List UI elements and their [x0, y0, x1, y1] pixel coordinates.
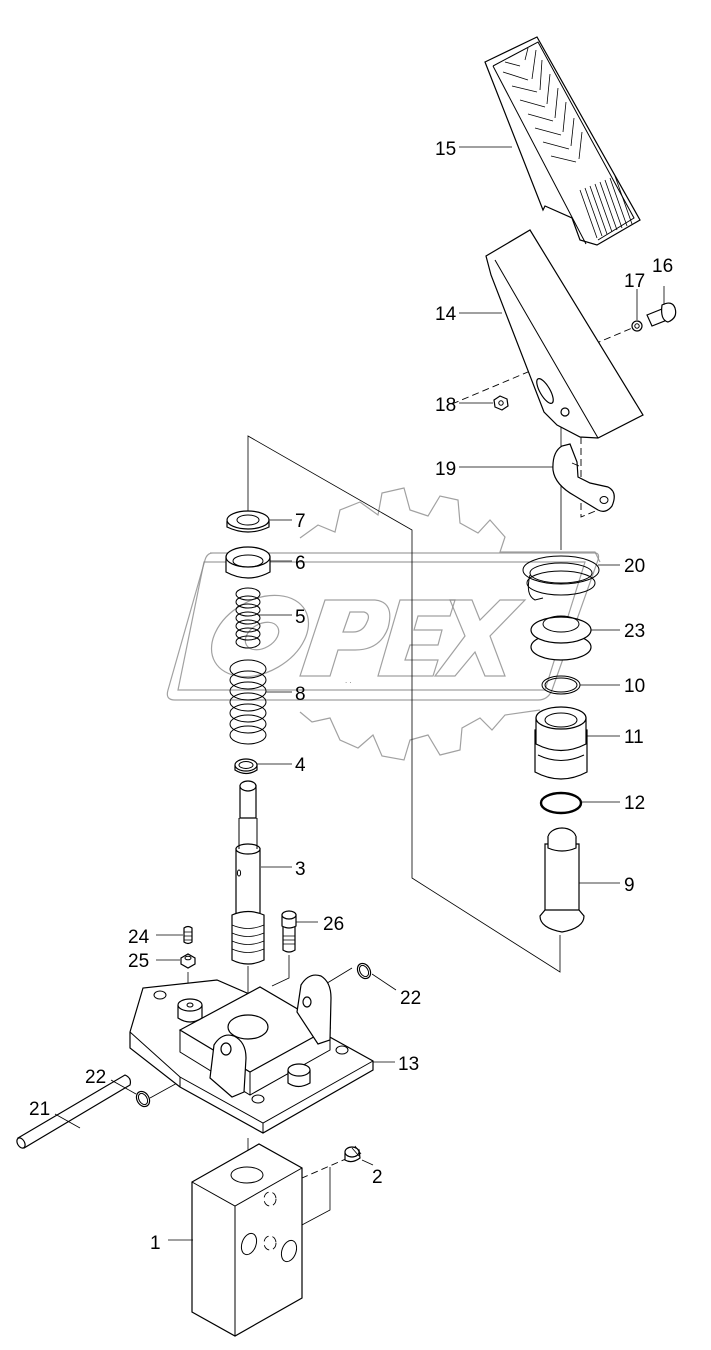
callout-11[interactable]: 11: [624, 727, 644, 748]
svg-text:. .: . .: [345, 676, 352, 685]
callout-1[interactable]: 1: [150, 1233, 161, 1254]
part-10-o-ring[interactable]: [541, 675, 581, 695]
part-7-washer[interactable]: [226, 510, 270, 533]
part-1-valve-body[interactable]: [191, 1143, 303, 1337]
callout-labels: 1 2 3 4 5 6 7 8 9 10 11 12 13 14 15 16 1…: [29, 139, 673, 1254]
callout-leaders: [54, 146, 665, 1241]
callout-3[interactable]: 3: [295, 859, 306, 880]
part-5-inner-spring[interactable]: [235, 587, 261, 649]
callout-5[interactable]: 5: [295, 607, 306, 628]
part-18-nut[interactable]: [493, 395, 509, 411]
callout-24[interactable]: 24: [128, 927, 150, 948]
part-17-washer[interactable]: [631, 320, 643, 332]
callout-19[interactable]: 19: [435, 459, 456, 480]
part-14-pedal-arm[interactable]: [485, 229, 644, 439]
part-8-outer-spring[interactable]: [229, 659, 267, 745]
part-21-pivot-pin[interactable]: [15, 1074, 132, 1150]
part-6-spring-seat[interactable]: [225, 546, 271, 579]
part-9-push-rod[interactable]: [539, 827, 585, 933]
part-20-return-spring[interactable]: [522, 555, 600, 601]
part-13-base-plate[interactable]: [129, 974, 374, 1134]
part-15-pedal-pad[interactable]: [484, 36, 641, 246]
callout-21[interactable]: 21: [29, 1099, 50, 1120]
part-22-snap-ring-right[interactable]: [355, 961, 373, 981]
watermark-logo: . .: [166, 487, 601, 761]
callout-4[interactable]: 4: [295, 755, 306, 776]
callout-12[interactable]: 12: [624, 793, 645, 814]
callout-10[interactable]: 10: [624, 676, 645, 697]
part-24-set-screw[interactable]: [183, 925, 193, 945]
callout-7[interactable]: 7: [295, 511, 306, 532]
part-11-guide-bushing[interactable]: [534, 706, 588, 780]
part-26-socket-bolt[interactable]: [281, 910, 297, 953]
part-2-plug[interactable]: [344, 1145, 362, 1163]
callout-17[interactable]: 17: [624, 271, 645, 292]
callout-9[interactable]: 9: [624, 875, 635, 896]
callout-6[interactable]: 6: [295, 553, 306, 574]
callout-14[interactable]: 14: [435, 304, 457, 325]
callout-16[interactable]: 16: [652, 256, 673, 277]
part-22-snap-ring-left[interactable]: [134, 1089, 152, 1109]
callout-26[interactable]: 26: [323, 914, 344, 935]
part-19-cam-lever[interactable]: [552, 443, 615, 512]
part-16-bolt[interactable]: [646, 302, 677, 327]
callout-25[interactable]: 25: [128, 951, 149, 972]
part-25-nut[interactable]: [180, 953, 196, 969]
callout-15[interactable]: 15: [435, 139, 456, 160]
callout-8[interactable]: 8: [295, 684, 306, 705]
callout-22b[interactable]: 22: [85, 1067, 106, 1088]
callout-13[interactable]: 13: [398, 1054, 419, 1075]
callout-20[interactable]: 20: [624, 556, 645, 577]
callout-18[interactable]: 18: [435, 395, 456, 416]
part-12-o-ring[interactable]: [539, 791, 583, 815]
callout-22a[interactable]: 22: [400, 988, 421, 1009]
callout-23[interactable]: 23: [624, 621, 645, 642]
part-23-rubber-boot[interactable]: [530, 615, 592, 661]
part-3-spool[interactable]: [231, 780, 265, 965]
part-4-seal-ring[interactable]: [234, 758, 258, 775]
callout-2[interactable]: 2: [372, 1167, 383, 1188]
